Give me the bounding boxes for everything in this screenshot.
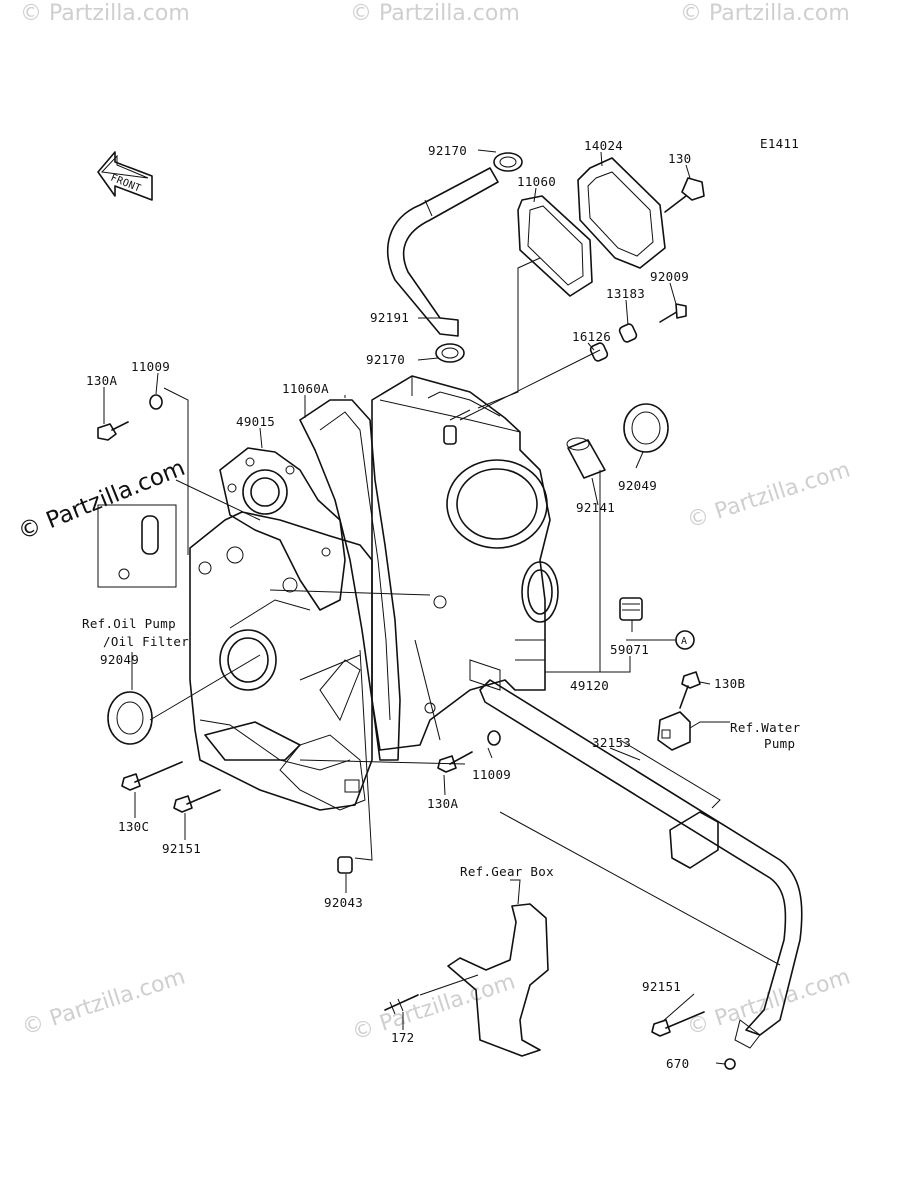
bolt-130A-mid xyxy=(437,751,473,773)
label-92049-left: 92049 xyxy=(100,652,139,667)
cover-14024 xyxy=(577,157,666,269)
label-92141: 92141 xyxy=(576,500,615,515)
clamp-92170-top xyxy=(493,152,523,172)
washer-11009-top xyxy=(149,394,163,410)
diagram-code: E1411 xyxy=(760,136,799,151)
label-92043: 92043 xyxy=(324,895,363,910)
label-130C: 130C xyxy=(118,819,149,834)
label-49015: 49015 xyxy=(236,414,275,429)
label-32153: 32153 xyxy=(592,735,631,750)
watermark: © Partzilla.com xyxy=(680,1,850,26)
front-label: FRONT xyxy=(109,173,142,195)
label-ref-water-pump-2: Pump xyxy=(764,736,795,751)
label-130B: 130B xyxy=(714,676,745,691)
label-670: 670 xyxy=(666,1056,689,1071)
label-92009: 92009 xyxy=(650,269,689,284)
bolt-92151-right xyxy=(651,1011,705,1037)
label-49120: 49120 xyxy=(570,678,609,693)
bolt-130B xyxy=(679,671,701,709)
label-92191: 92191 xyxy=(370,310,409,325)
bolt-130A-top xyxy=(97,421,129,441)
label-ref-water-pump-1: Ref.Water xyxy=(730,720,801,735)
label-92151-left: 92151 xyxy=(162,841,201,856)
label-11009-top: 11009 xyxy=(131,359,170,374)
pin-16126 xyxy=(589,342,609,362)
label-ref-oil-pump-2: /Oil Filter xyxy=(103,634,189,649)
watermark: © Partzilla.com xyxy=(19,964,188,1040)
label-92170-lower: 92170 xyxy=(366,352,405,367)
seal-92049-right xyxy=(623,403,669,453)
label-130A-top: 130A xyxy=(86,373,117,388)
watermark: © Partzilla.com xyxy=(20,1,190,26)
bolt-92009 xyxy=(659,303,687,323)
crankcase-illustration xyxy=(189,375,559,811)
label-130: 130 xyxy=(668,151,691,166)
part-labels: 92170 14024 130 11060 92009 13183 16126 … xyxy=(82,138,801,1071)
fitting-59071 xyxy=(619,597,643,621)
pin-13183 xyxy=(618,323,638,343)
watermark: © Partzilla.com xyxy=(684,457,853,533)
label-59071: 59071 xyxy=(610,642,649,657)
leader-lines xyxy=(103,149,781,1065)
watermark: © Partzilla.com xyxy=(349,969,518,1045)
front-arrow-icon: FRONT xyxy=(97,151,153,201)
label-11060A: 11060A xyxy=(282,381,329,396)
label-11060: 11060 xyxy=(517,174,556,189)
label-172: 172 xyxy=(391,1030,414,1045)
bolt-130 xyxy=(664,177,705,213)
oring-670 xyxy=(724,1058,736,1070)
seal-92049-left xyxy=(107,691,153,745)
label-130A-mid: 130A xyxy=(427,796,458,811)
bearing-92141 xyxy=(566,437,606,479)
label-92170-top: 92170 xyxy=(428,143,467,158)
label-ref-gear-box: Ref.Gear Box xyxy=(460,864,554,879)
washer-11009-mid xyxy=(487,730,501,746)
oil-pump-ref-box xyxy=(97,504,177,588)
hose-92191 xyxy=(387,167,499,337)
watermark: © Partzilla.com xyxy=(15,455,189,546)
marker-a-label: A xyxy=(681,636,687,647)
label-92151-right: 92151 xyxy=(642,979,681,994)
bracket-32153 xyxy=(669,811,719,869)
bracket-water-pump xyxy=(657,711,691,751)
gasket-11060 xyxy=(517,195,593,297)
watermark: © Partzilla.com xyxy=(350,1,520,26)
pipe-32153 xyxy=(479,679,803,1049)
label-13183: 13183 xyxy=(606,286,645,301)
label-92049-right: 92049 xyxy=(618,478,657,493)
marker-a: A xyxy=(675,630,695,650)
bolt-92151-left xyxy=(173,789,221,813)
bolt-130C xyxy=(121,761,183,791)
label-16126: 16126 xyxy=(572,329,611,344)
gear-box-bracket xyxy=(447,903,549,1057)
label-11009-mid: 11009 xyxy=(472,767,511,782)
clamp-92170-lower xyxy=(435,343,465,363)
label-ref-oil-pump-1: Ref.Oil Pump xyxy=(82,616,176,631)
stud-172 xyxy=(384,994,419,1015)
pin-92043 xyxy=(337,856,353,874)
label-14024: 14024 xyxy=(584,138,623,153)
